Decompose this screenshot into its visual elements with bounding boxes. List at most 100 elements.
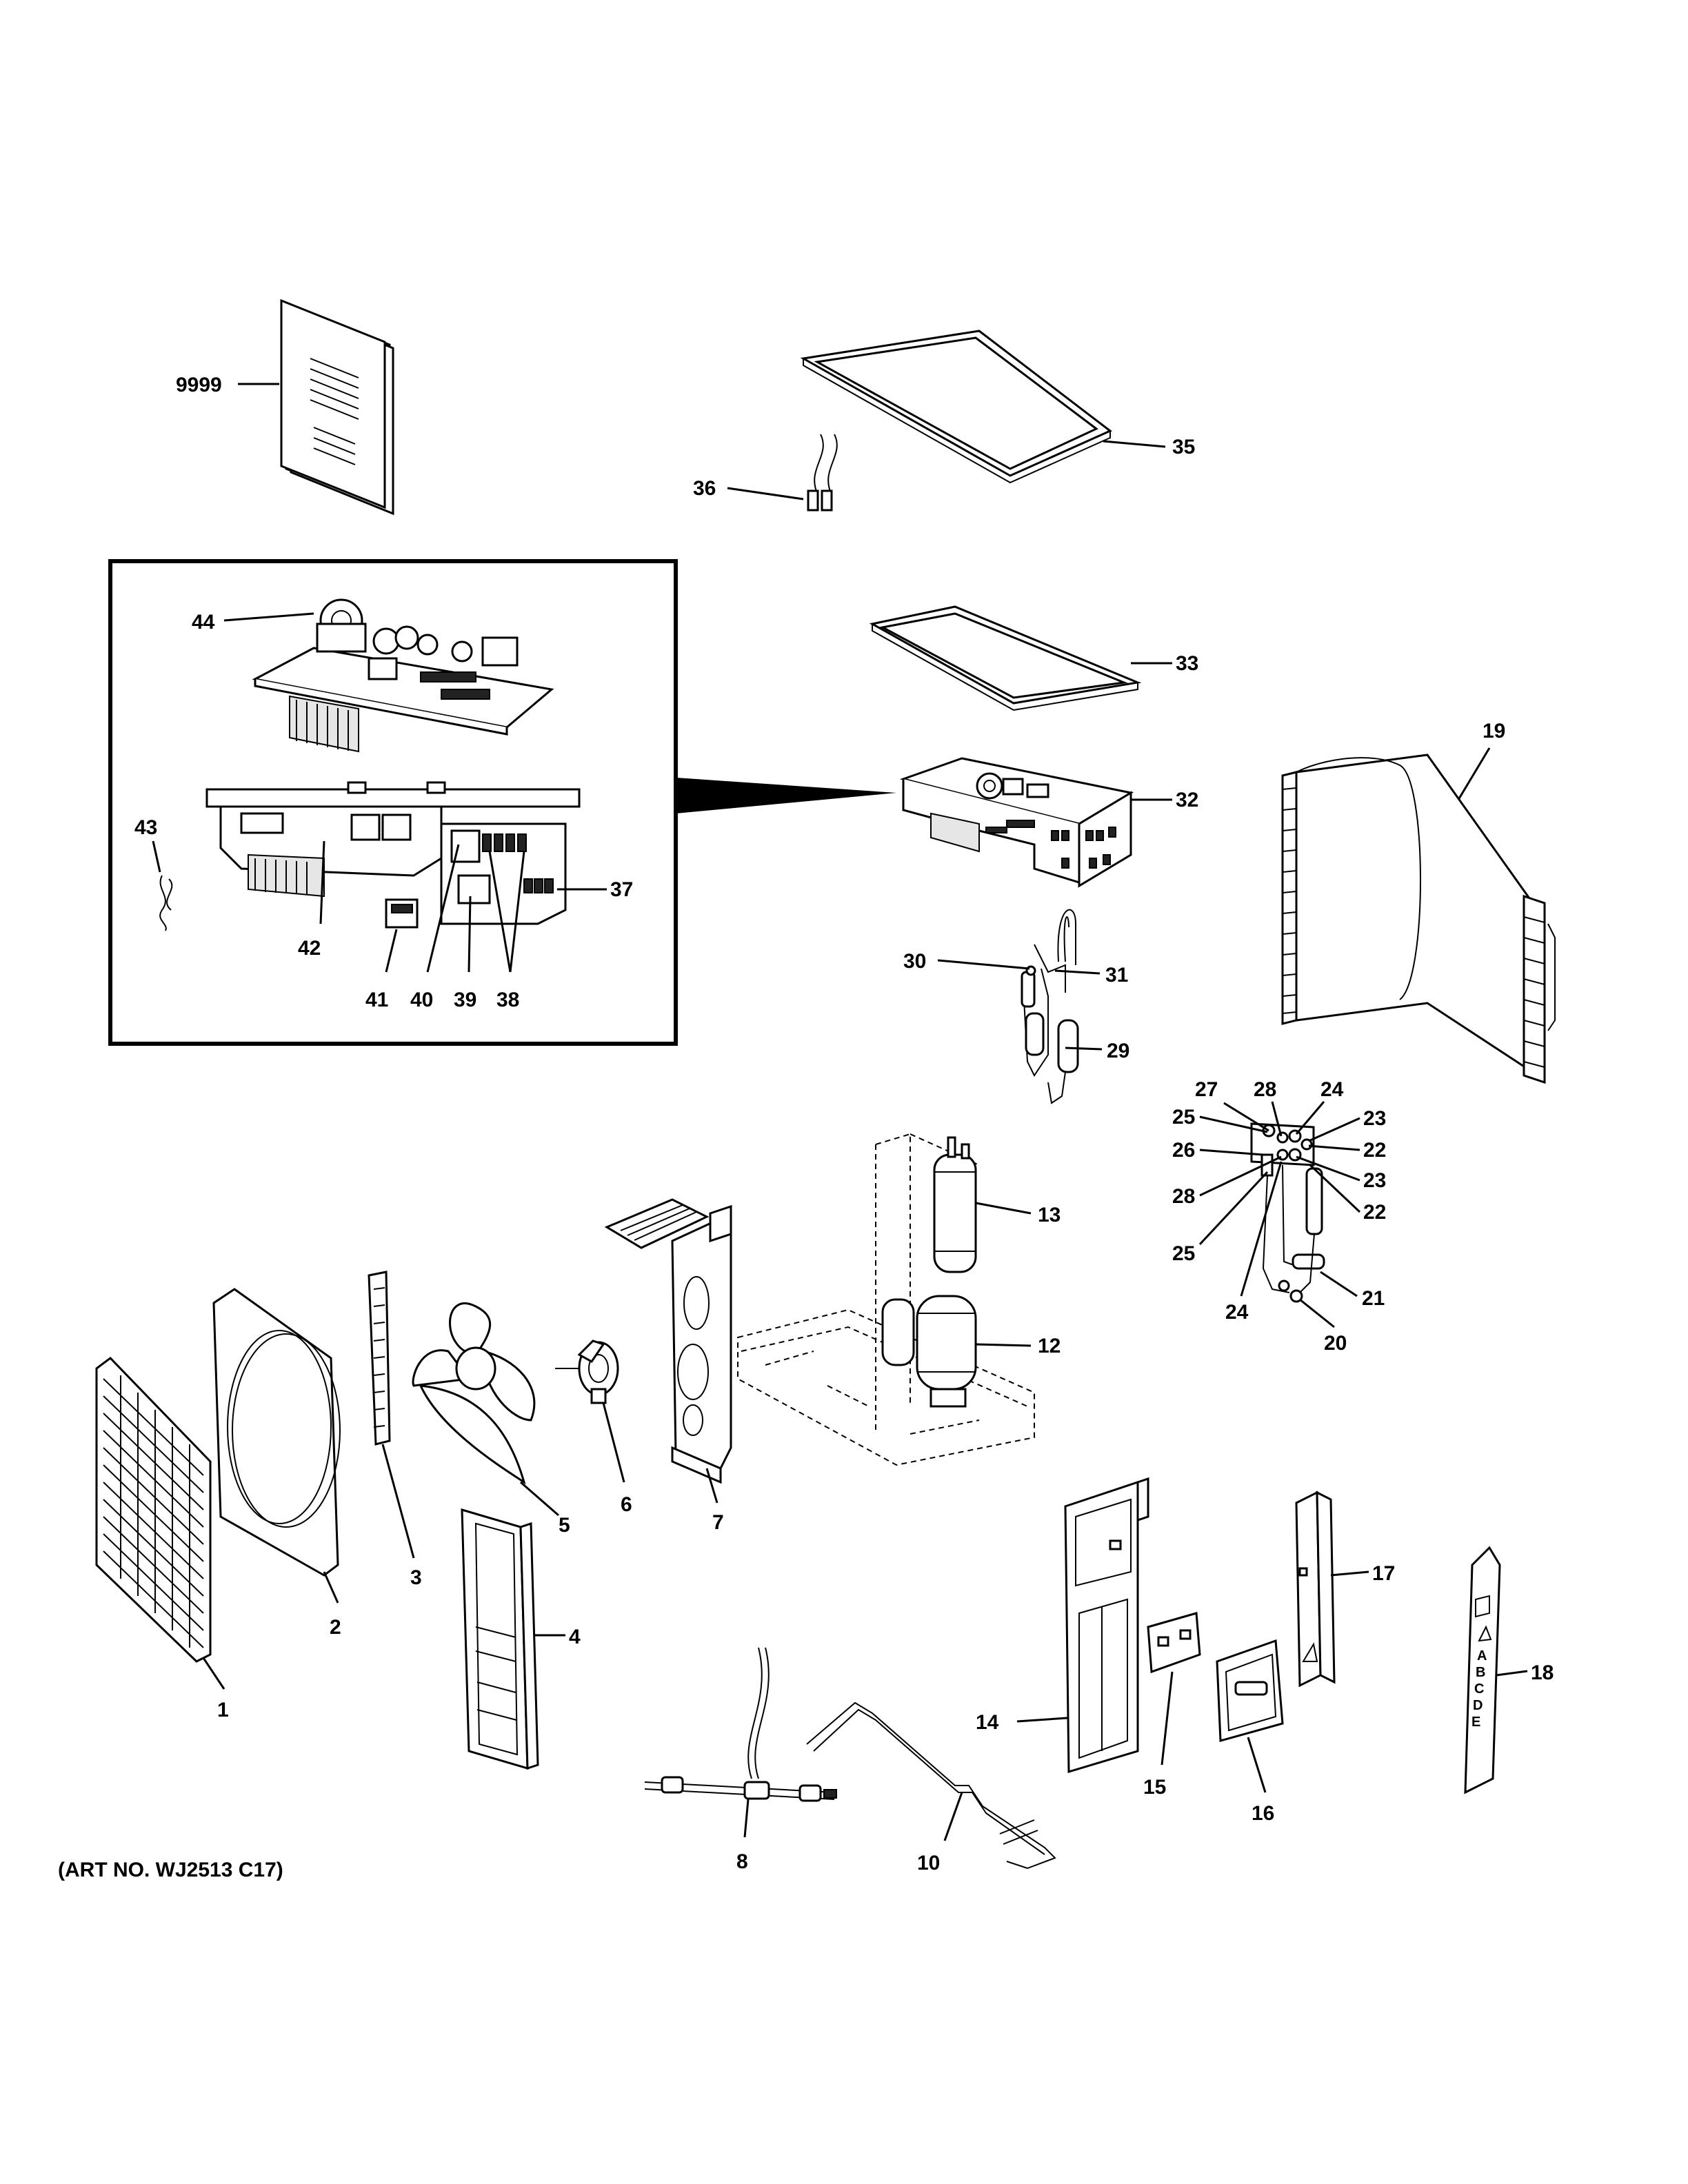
leader-10 xyxy=(943,1792,963,1841)
part-18-label-plate xyxy=(1464,1546,1501,1794)
leader-19 xyxy=(1457,747,1491,800)
part-29-31-tubing-assembly xyxy=(1021,909,1079,1104)
panel-letter-d: D xyxy=(1473,1698,1483,1713)
callout-14: 14 xyxy=(976,1711,999,1734)
leader-18 xyxy=(1496,1670,1528,1677)
leader-7 xyxy=(705,1468,719,1504)
callout-41: 41 xyxy=(365,989,388,1011)
callout-40: 40 xyxy=(410,989,433,1011)
leader-44 xyxy=(223,612,314,622)
callout-17: 17 xyxy=(1372,1562,1395,1585)
part-17-corner-post xyxy=(1295,1490,1336,1688)
leader-16 xyxy=(1247,1737,1267,1793)
leader-26 xyxy=(1199,1149,1264,1156)
callout-8: 8 xyxy=(736,1850,748,1873)
part-3-side-strip xyxy=(368,1271,391,1446)
leader-6 xyxy=(602,1402,625,1483)
part-9999-manual xyxy=(280,299,394,516)
panel-letter-e: E xyxy=(1471,1715,1480,1730)
callout-36: 36 xyxy=(693,477,716,500)
leader-23b xyxy=(1296,1155,1360,1182)
leader-40 xyxy=(426,844,460,973)
callout-2: 2 xyxy=(330,1616,341,1639)
callout-23b: 23 xyxy=(1363,1169,1386,1192)
callout-24b: 24 xyxy=(1225,1301,1249,1324)
leader-42 xyxy=(319,840,325,924)
callout-6: 6 xyxy=(621,1493,632,1516)
panel-letter-b: B xyxy=(1476,1665,1485,1680)
callout-21: 21 xyxy=(1362,1287,1385,1310)
part-6-fan-motor xyxy=(555,1339,619,1404)
leader-22b xyxy=(1309,1164,1361,1213)
part-7-motor-bracket xyxy=(604,1198,732,1484)
art-number: (ART NO. WJ2513 C17) xyxy=(58,1859,283,1881)
callout-28b: 28 xyxy=(1172,1185,1195,1208)
leader-31 xyxy=(1054,969,1101,975)
callout-29: 29 xyxy=(1107,1040,1129,1062)
leader-14 xyxy=(1016,1717,1068,1723)
callout-12: 12 xyxy=(1038,1335,1061,1357)
callout-9999: 9999 xyxy=(176,374,222,396)
leader-21 xyxy=(1320,1271,1358,1297)
leader-15 xyxy=(1160,1671,1174,1766)
part-20-28-valve-assembly xyxy=(1250,1122,1325,1303)
callout-37: 37 xyxy=(610,878,633,901)
part-16-access-cover xyxy=(1216,1639,1284,1742)
leader-39 xyxy=(468,896,472,973)
leader-27 xyxy=(1223,1102,1269,1132)
part-1-grille xyxy=(95,1357,212,1663)
callout-22a: 22 xyxy=(1363,1139,1386,1162)
leader-20 xyxy=(1299,1298,1335,1328)
leader-41 xyxy=(385,929,398,973)
callout-38: 38 xyxy=(496,989,519,1011)
part-10-tube xyxy=(806,1701,1056,1870)
leader-35 xyxy=(1103,440,1166,448)
callout-4: 4 xyxy=(569,1626,581,1648)
part-15-cover-plate xyxy=(1147,1612,1201,1674)
callout-27: 27 xyxy=(1195,1078,1218,1101)
inset-pointer-wedge xyxy=(676,778,896,813)
callout-19: 19 xyxy=(1483,720,1505,742)
callout-18: 18 xyxy=(1531,1661,1554,1684)
part-35-top-cover xyxy=(800,330,1112,484)
callout-35: 35 xyxy=(1172,436,1195,458)
part-14-service-panel xyxy=(1064,1477,1149,1774)
callout-15: 15 xyxy=(1143,1776,1166,1799)
leader-13 xyxy=(975,1202,1032,1215)
panel-letter-c: C xyxy=(1474,1681,1484,1697)
leader-38b xyxy=(509,851,525,973)
leader-28b xyxy=(1199,1155,1282,1197)
leader-24b xyxy=(1240,1161,1283,1297)
part-33-panel xyxy=(869,605,1142,711)
part-terminal-board xyxy=(440,822,567,925)
callout-7: 7 xyxy=(712,1511,724,1534)
callout-23a: 23 xyxy=(1363,1107,1386,1130)
callout-26: 26 xyxy=(1172,1139,1195,1162)
leader-28a xyxy=(1271,1101,1283,1137)
part-19-condenser-coil xyxy=(1281,754,1556,1084)
part-8-sensor-wire xyxy=(644,1647,837,1802)
callout-22b: 22 xyxy=(1363,1201,1386,1224)
callout-43: 43 xyxy=(134,816,157,839)
leader-12 xyxy=(975,1343,1032,1347)
part-43-wire-tie xyxy=(159,875,173,931)
leader-38a xyxy=(488,851,512,973)
leader-30 xyxy=(937,959,1030,970)
callout-42: 42 xyxy=(298,937,321,960)
part-2-front-panel xyxy=(212,1288,341,1577)
callout-10: 10 xyxy=(917,1852,940,1874)
callout-5: 5 xyxy=(559,1514,570,1537)
callout-39: 39 xyxy=(454,989,476,1011)
panel-letter-a: A xyxy=(1477,1648,1487,1664)
callout-30: 30 xyxy=(903,950,926,973)
callout-28a: 28 xyxy=(1254,1078,1276,1101)
leader-8 xyxy=(743,1799,750,1838)
callout-31: 31 xyxy=(1105,964,1128,987)
leader-5 xyxy=(520,1481,559,1517)
callout-13: 13 xyxy=(1038,1204,1061,1226)
leader-17 xyxy=(1330,1570,1369,1577)
leader-43 xyxy=(152,840,161,873)
leader-1 xyxy=(202,1657,225,1690)
leader-22a xyxy=(1308,1144,1360,1151)
